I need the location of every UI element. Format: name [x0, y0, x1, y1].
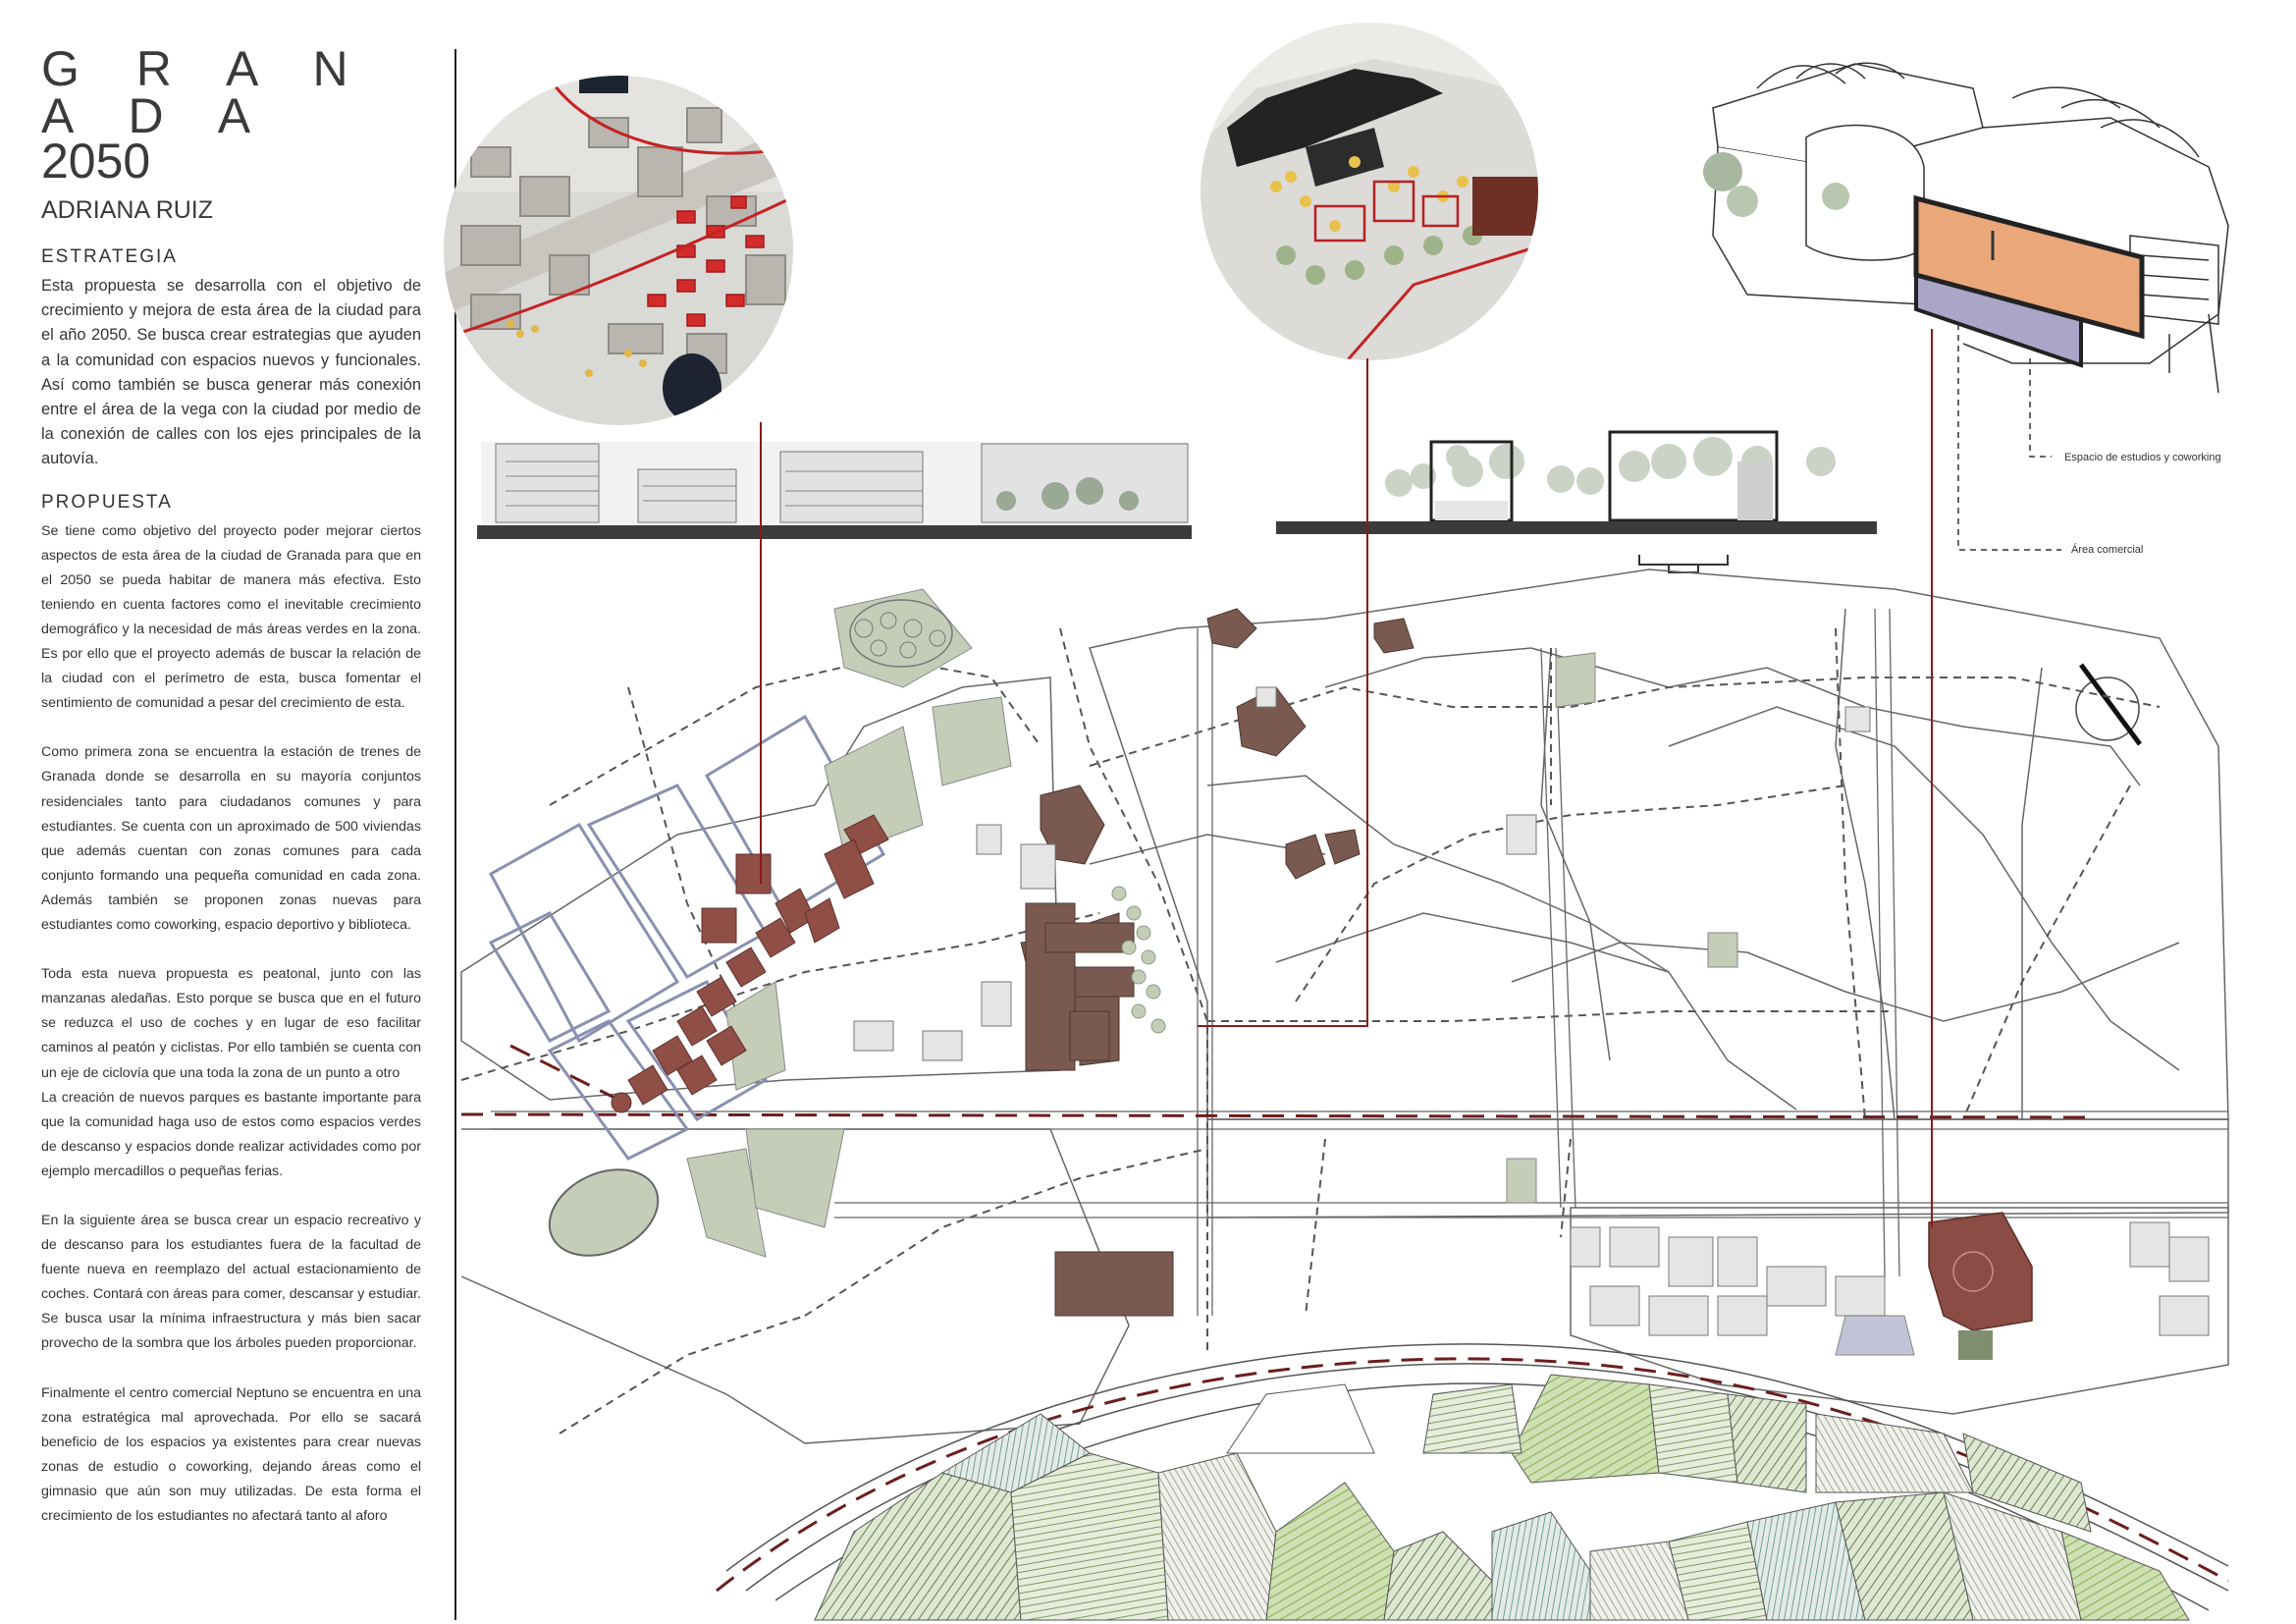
- label-coworking: Espacio de estudios y coworking: [2064, 452, 2221, 463]
- proposal-text: Se tiene como objetivo del proyecto pode…: [41, 519, 421, 1529]
- author-name: ADRIANA RUIZ: [41, 196, 214, 224]
- site-plan: [460, 329, 2229, 1621]
- proposal-paragraph: Toda esta nueva propuesta es peatonal, j…: [41, 966, 421, 1081]
- strategy-heading: ESTRATEGIA: [41, 246, 178, 267]
- elevation-station: [477, 442, 1192, 539]
- proposal-paragraph: Como primera zona se encuentra la estaci…: [41, 744, 421, 934]
- proposal-paragraph: Finalmente el centro comercial Neptuno s…: [41, 1384, 421, 1524]
- mall-plan: [1928, 1212, 2033, 1360]
- elevation-park: [1276, 430, 1877, 573]
- model-photo-park: [1201, 23, 1538, 360]
- project-year: 2050: [41, 134, 151, 189]
- project-title: G R A N A D A: [41, 41, 370, 143]
- strategy-text: Esta propuesta se desarrolla con el obje…: [41, 277, 421, 468]
- label-commercial: Área comercial: [2071, 543, 2143, 556]
- vertical-divider: [454, 49, 456, 1620]
- proposal-paragraph: La creación de nuevos parques es bastant…: [41, 1089, 421, 1179]
- proposal-heading: PROPUESTA: [41, 491, 173, 513]
- proposal-paragraph: Se tiene como objetivo del proyecto pode…: [41, 522, 421, 712]
- north-arrow-icon: [2075, 663, 2143, 746]
- proposal-paragraph: En la siguiente área se busca crear un e…: [41, 1212, 421, 1352]
- model-photo-station: [444, 76, 793, 425]
- text-column: G R A N A D A 2050 ADRIANA RUIZ ESTRATEG…: [41, 41, 421, 1553]
- axonometric-volumes: [1703, 152, 2145, 551]
